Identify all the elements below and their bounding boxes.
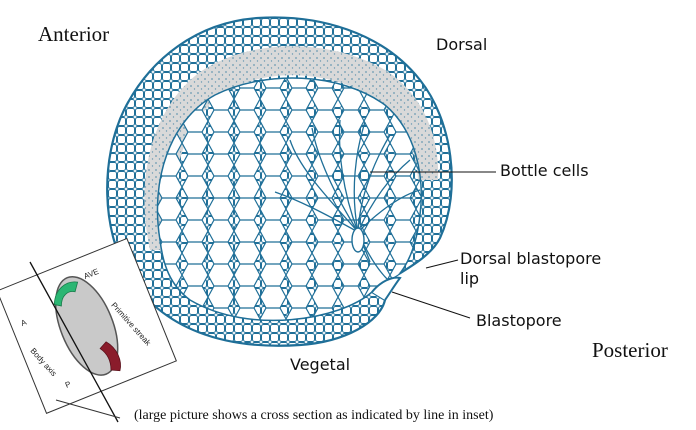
label-lip: lip	[460, 269, 480, 288]
label-vegetal: Vegetal	[290, 355, 351, 374]
yolk-cells	[156, 77, 422, 322]
inset-pointer-line	[55, 399, 121, 419]
label-blastopore: Blastopore	[476, 311, 562, 330]
inset: AVE Primitive streak Body axis A P	[0, 237, 177, 414]
figure-caption: (large picture shows a cross section as …	[134, 408, 494, 423]
ave-region	[53, 281, 79, 307]
embryo-body	[106, 16, 453, 347]
blastopore-opening	[371, 276, 402, 301]
inset-a-label: A	[19, 317, 28, 328]
bottle-cells	[274, 119, 421, 281]
dorsal-lip-leader	[425, 259, 459, 269]
inset-p-label: P	[64, 380, 72, 390]
primitive-streak-region	[99, 341, 121, 372]
label-anterior: Anterior	[38, 22, 110, 46]
section-line	[29, 261, 119, 423]
label-bottle-cells: Bottle cells	[500, 161, 589, 180]
blastopore-leader	[391, 291, 471, 319]
label-dorsal-blastopore-lip: Dorsal blastopore	[460, 249, 602, 268]
leader-lines	[370, 171, 496, 319]
label-dorsal: Dorsal	[436, 35, 488, 54]
label-posterior: Posterior	[592, 338, 668, 362]
